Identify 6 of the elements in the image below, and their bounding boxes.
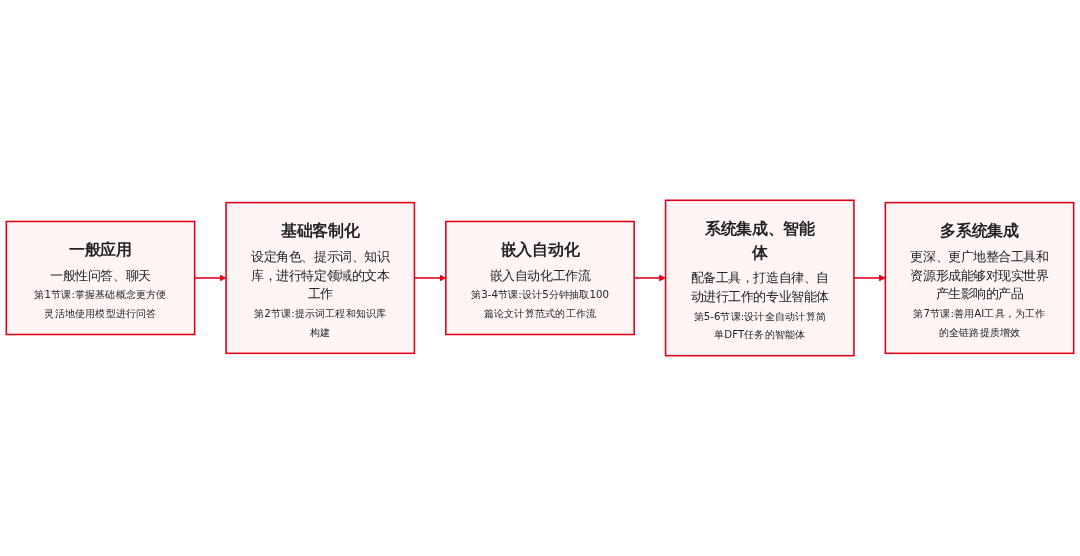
node-box: 嵌入自动化 嵌入自动化工作流 第3-4节课:设计5分钟抽取100篇论文计算范式的工作流 [445, 220, 635, 336]
node-box: 系统集成、智能体 配备工具，打造自律、自动进行工作的专业智能体 第5-6节课:设计全自动计算简单DFT任务的智能体 [664, 199, 855, 357]
node-box: 基础客制化 设定角色、提示词、知识库，进行特定领域的文本工作 第2节课:提示词工程和知识库构建 [225, 201, 416, 355]
node-box: 多系统集成 更深、更广地整合工具和资源形成能够对现实世界产生影响的产品 第7节课:善用AI工具，为工作的全链路提质增效 [884, 201, 1075, 355]
node-box: 一般应用 一般性问答、聊天 第1节课:掌握基础概念更方便灵活地使用模型进行问答 [5, 220, 196, 336]
arrow [853, 274, 886, 282]
